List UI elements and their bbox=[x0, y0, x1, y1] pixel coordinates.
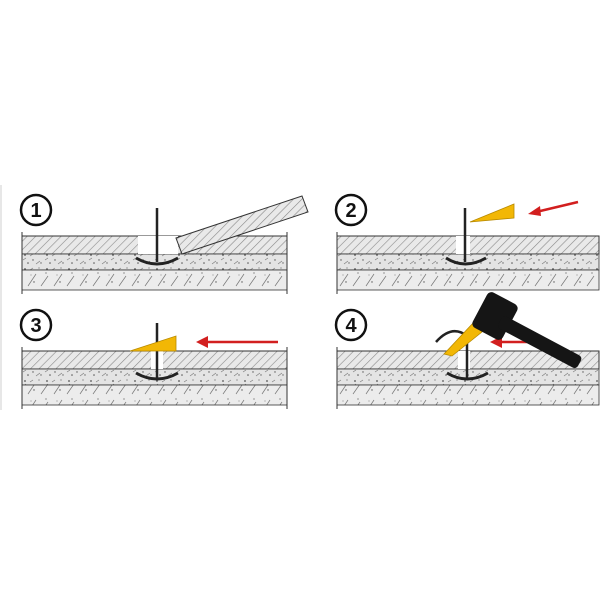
wedge bbox=[469, 203, 515, 223]
wedge bbox=[129, 335, 177, 352]
step-number: 4 bbox=[345, 315, 357, 337]
tilted-tile bbox=[175, 195, 309, 255]
step-number-badge: 2 bbox=[334, 193, 368, 227]
step-number-badge: 4 bbox=[334, 308, 368, 342]
hammer-icon bbox=[472, 292, 582, 369]
arrow-icon bbox=[196, 336, 278, 348]
leveling-clip bbox=[445, 208, 487, 266]
step-1-panel: 1 bbox=[19, 193, 309, 294]
step-number: 1 bbox=[30, 200, 41, 222]
wedge bbox=[443, 321, 483, 357]
step-number: 3 bbox=[30, 315, 41, 337]
step-number: 2 bbox=[345, 200, 356, 222]
step-4-panel: 4 bbox=[334, 292, 600, 409]
floor-section bbox=[336, 232, 600, 294]
leveling-clip bbox=[135, 208, 179, 266]
step-2-panel: 2 bbox=[334, 193, 600, 294]
step-number-badge: 3 bbox=[19, 308, 53, 342]
step-3-panel: 3 bbox=[19, 308, 288, 409]
step-number-badge: 1 bbox=[19, 193, 53, 227]
arrow-icon bbox=[528, 200, 579, 216]
